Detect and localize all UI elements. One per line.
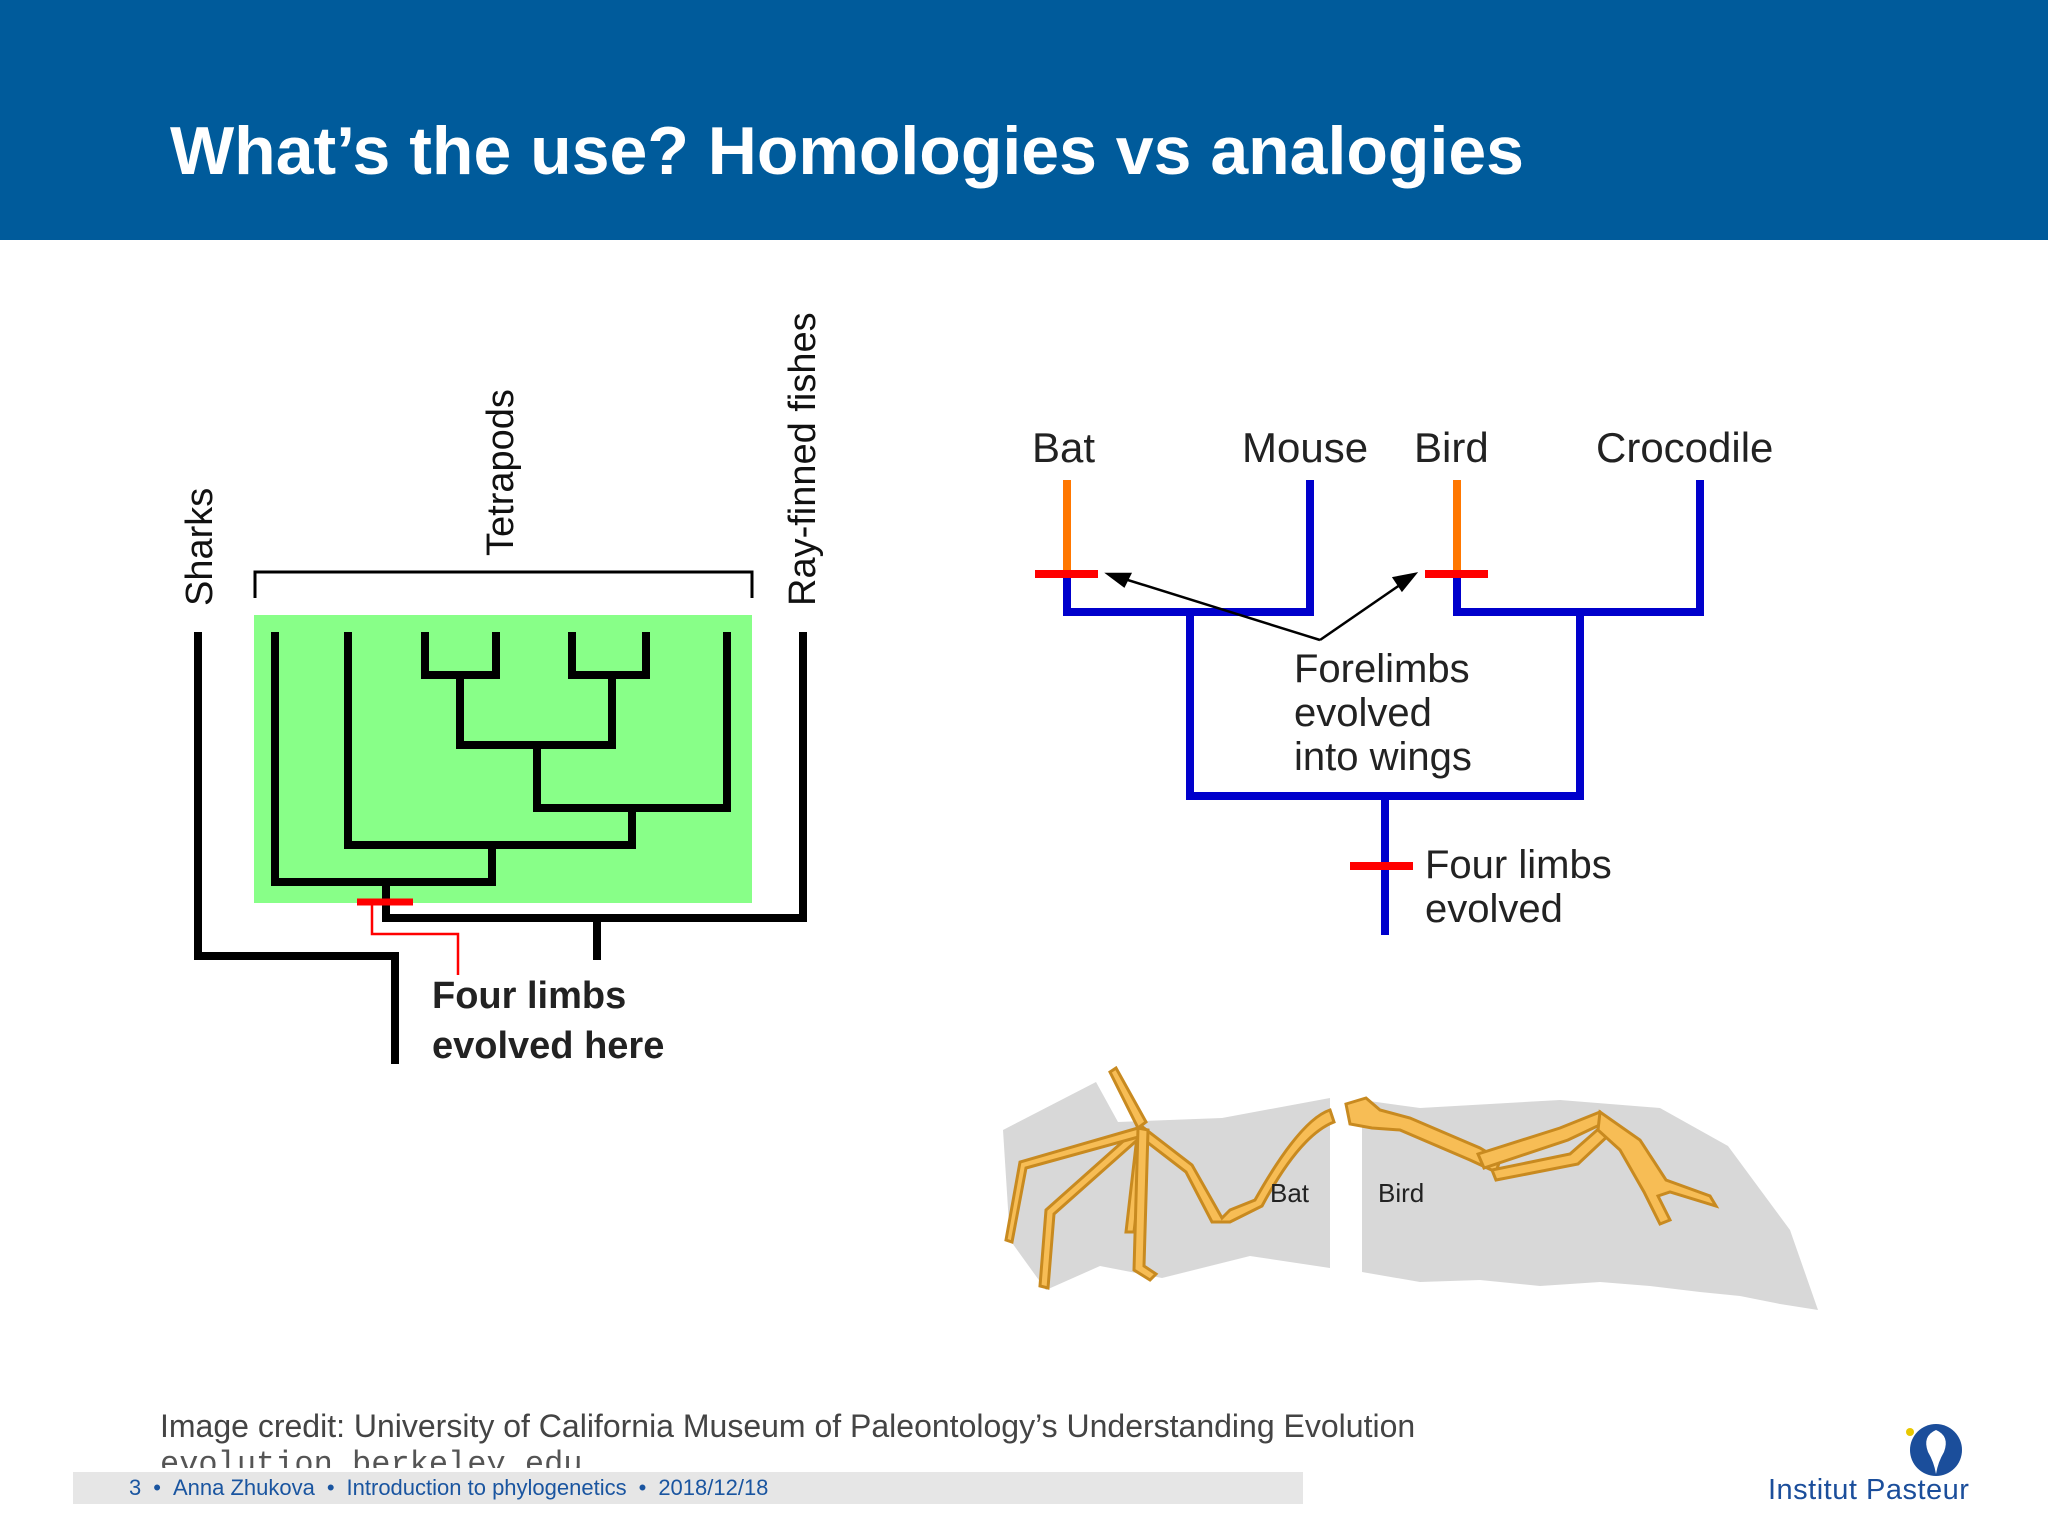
bird-bones — [1344, 1096, 1720, 1226]
right-phylogeny: Bat Mouse Bird Crocodile Forelimbs evolv… — [1032, 424, 1773, 935]
taxon-mouse: Mouse — [1242, 424, 1368, 471]
footer-separator: • — [153, 1475, 161, 1500]
limb-annotation-line1: Four limbs — [432, 975, 626, 1017]
footer-course: Introduction to phylogenetics — [346, 1475, 627, 1500]
taxon-bat: Bat — [1032, 424, 1095, 471]
wing-branches — [1063, 480, 1461, 574]
wing-comparison-image: Bat Bird — [1003, 1065, 1818, 1310]
taxon-crocodile: Crocodile — [1596, 424, 1773, 471]
image-credit: Image credit: University of California M… — [160, 1408, 1416, 1444]
footer-separator: • — [326, 1475, 335, 1500]
wing-note-line3: into wings — [1294, 735, 1472, 779]
bat-bones — [1004, 1065, 1336, 1290]
wing-note-line1: Forelimbs — [1294, 647, 1470, 691]
footer-page-number: 3 — [129, 1475, 142, 1500]
wing-note-line2: evolved — [1294, 691, 1432, 735]
tetrapod-highlight — [254, 615, 752, 903]
left-phylogeny: Sharks Tetrapods Ray-finned fishes Four … — [179, 312, 824, 1067]
footer-separator: • — [638, 1475, 647, 1500]
pointer-arrows — [1104, 572, 1419, 642]
slide-title: What’s the use? Homologies vs analogies — [170, 113, 1524, 189]
logo-text: Institut Pasteur — [1768, 1474, 1970, 1506]
footer-date: 2018/12/18 — [658, 1475, 769, 1500]
label-tetrapods: Tetrapods — [480, 389, 522, 556]
tetrapod-bracket — [253, 570, 754, 598]
label-ray-finned-fishes: Ray-finned fishes — [782, 312, 824, 606]
bat-membrane — [1003, 1082, 1330, 1290]
slide-footer: 3 • Anna Zhukova • Introduction to phylo… — [73, 1472, 1303, 1504]
title-bar: What’s the use? Homologies vs analogies — [0, 0, 2048, 240]
limb-event-leader — [370, 904, 460, 975]
limb-note-line2: evolved — [1425, 887, 1563, 931]
footer-author: Anna Zhukova — [172, 1475, 315, 1500]
label-sharks: Sharks — [179, 488, 221, 606]
institut-pasteur-logo-icon — [1906, 1424, 1962, 1476]
wing-label-bat: Bat — [1270, 1178, 1310, 1208]
tree-branches — [194, 632, 807, 1064]
limb-annotation-line2: evolved here — [432, 1025, 664, 1067]
limb-note-line1: Four limbs — [1425, 843, 1612, 887]
wing-label-bird: Bird — [1378, 1178, 1424, 1208]
taxon-bird: Bird — [1414, 424, 1489, 471]
event-marks — [1035, 570, 1488, 870]
image-credit-url: evolution.berkeley.edu — [160, 1446, 583, 1468]
